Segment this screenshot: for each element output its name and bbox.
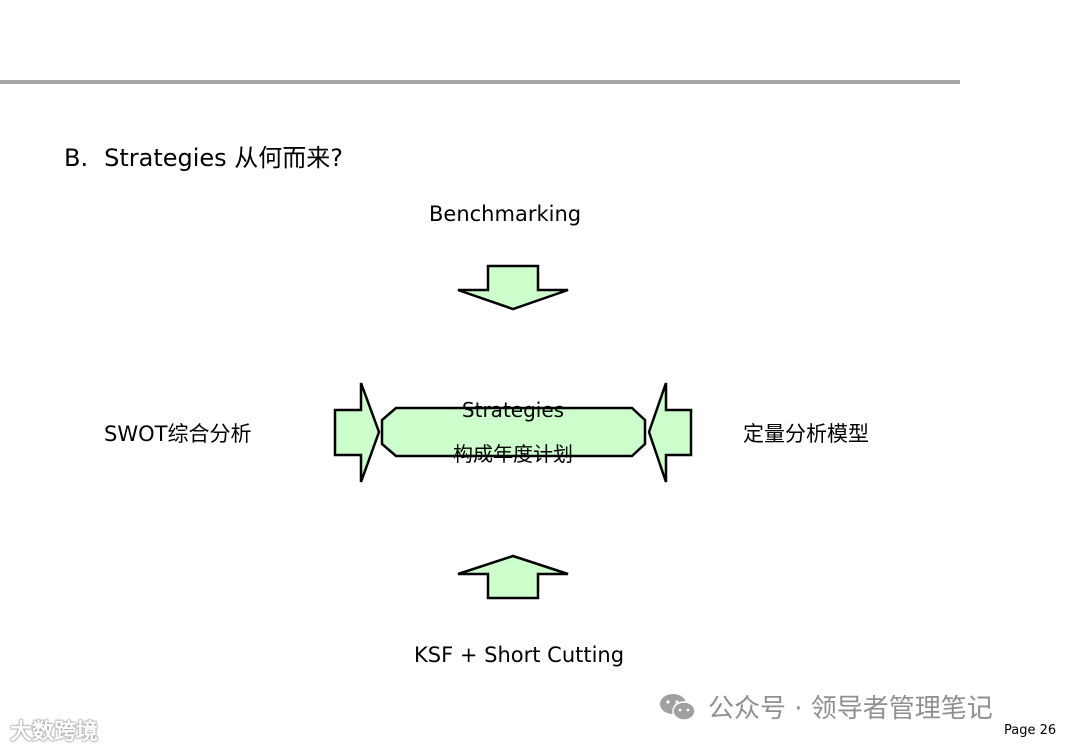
center-subtitle: 构成年度计划 (453, 442, 573, 466)
arrow-left-icon (647, 382, 693, 483)
section-letter: B. (64, 144, 89, 172)
center-title: Strategies (461, 398, 565, 422)
wechat-icon (660, 693, 696, 721)
section-heading: B. Strategies 从何而来? (64, 138, 343, 173)
watermark-left: 大数跨境 (10, 720, 99, 745)
strategies-box (380, 406, 647, 458)
header-divider (0, 80, 960, 84)
ksf-label: KSF + Short Cutting (414, 643, 625, 667)
arrow-right-icon (333, 382, 381, 483)
benchmarking-label: Benchmarking (429, 202, 582, 226)
section-title: Strategies 从何而来? (104, 144, 344, 172)
wechat-watermark: 公众号 · 领导者管理笔记 (658, 688, 993, 725)
wechat-watermark-text: 公众号 · 领导者管理笔记 (708, 694, 993, 724)
swot-label: SWOT综合分析 (104, 422, 252, 446)
page-number: Page 26 (1004, 723, 1057, 738)
quant-model-label: 定量分析模型 (743, 422, 869, 446)
arrow-down-icon (457, 264, 569, 311)
arrow-up-icon (457, 554, 569, 600)
